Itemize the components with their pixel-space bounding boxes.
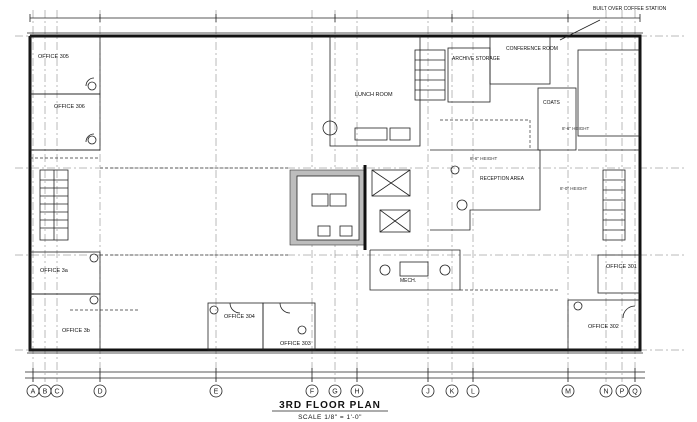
label-office-306: OFFICE 306 — [54, 104, 85, 110]
top-dimension-string — [29, 14, 641, 22]
office-block-top-left — [29, 35, 101, 159]
label-lunch-room: LUNCH ROOM — [355, 92, 393, 98]
grid-bubble-label: E — [214, 389, 219, 396]
label-office-304: OFFICE 304 — [224, 314, 255, 320]
stair-left — [39, 169, 69, 241]
label-office-302: OFFICE 302 — [588, 324, 619, 330]
grid-bubble-label: K — [450, 389, 455, 396]
grid-bubble-label: M — [565, 389, 571, 396]
grid-bubbles — [26, 384, 642, 398]
sheet-title: 3RD FLOOR PLAN — [279, 400, 381, 411]
office-block-bottom-center — [207, 302, 316, 351]
grid-bubble-label: P — [620, 389, 625, 396]
label-archive-storage: ARCHIVE STORAGE — [452, 56, 501, 62]
interior-dash-lines — [70, 167, 560, 311]
label-office-301: OFFICE 301 — [606, 264, 637, 270]
grid-bubble-label: Q — [632, 389, 638, 396]
grid-bubble-label: A — [31, 389, 36, 396]
grid-bubble-label: J — [426, 389, 430, 396]
label-coats: COATS — [543, 100, 561, 106]
grid-bubble-label: B — [43, 389, 48, 396]
grid-bubble-label: L — [471, 389, 475, 396]
reception-area — [430, 119, 541, 231]
grid-bubble-label: N — [603, 389, 608, 396]
label-mech: MECH. — [400, 278, 416, 284]
label-office-3b: OFFICE 3b — [62, 328, 90, 334]
bottom-dimension-string — [25, 368, 645, 382]
note-height-3: 8'-0" HEIGHT — [560, 186, 587, 191]
note-height-2: 8'-6" HEIGHT — [470, 156, 497, 161]
label-office-305: OFFICE 305 — [38, 54, 69, 60]
mech-room — [369, 249, 461, 291]
label-office-303: OFFICE 303 — [280, 341, 311, 347]
note-height-1: 8'-6" HEIGHT — [562, 126, 589, 131]
office-block-right — [567, 49, 641, 351]
sheet-scale: SCALE 1/8" = 1'-0" — [298, 414, 362, 421]
note-coffee-station: BUILT OVER COFFEE STATION — [593, 6, 667, 12]
grid-bubble-label: C — [54, 389, 59, 396]
central-core — [289, 165, 411, 250]
top-center-rooms — [322, 19, 601, 151]
office-block-bottom-left — [29, 251, 101, 351]
label-office-3a: OFFICE 3a — [40, 268, 69, 274]
title-block: 3RD FLOOR PLAN SCALE 1/8" = 1'-0" — [272, 400, 388, 421]
grid-bubble-label: H — [354, 389, 359, 396]
label-conference-room: CONFERENCE ROOM — [506, 46, 558, 52]
label-reception-area: RECEPTION AREA — [480, 176, 525, 182]
grid-bubble-label: D — [97, 389, 102, 396]
grid-bubble-label: F — [310, 389, 314, 396]
grid-bubble-label: G — [332, 389, 337, 396]
